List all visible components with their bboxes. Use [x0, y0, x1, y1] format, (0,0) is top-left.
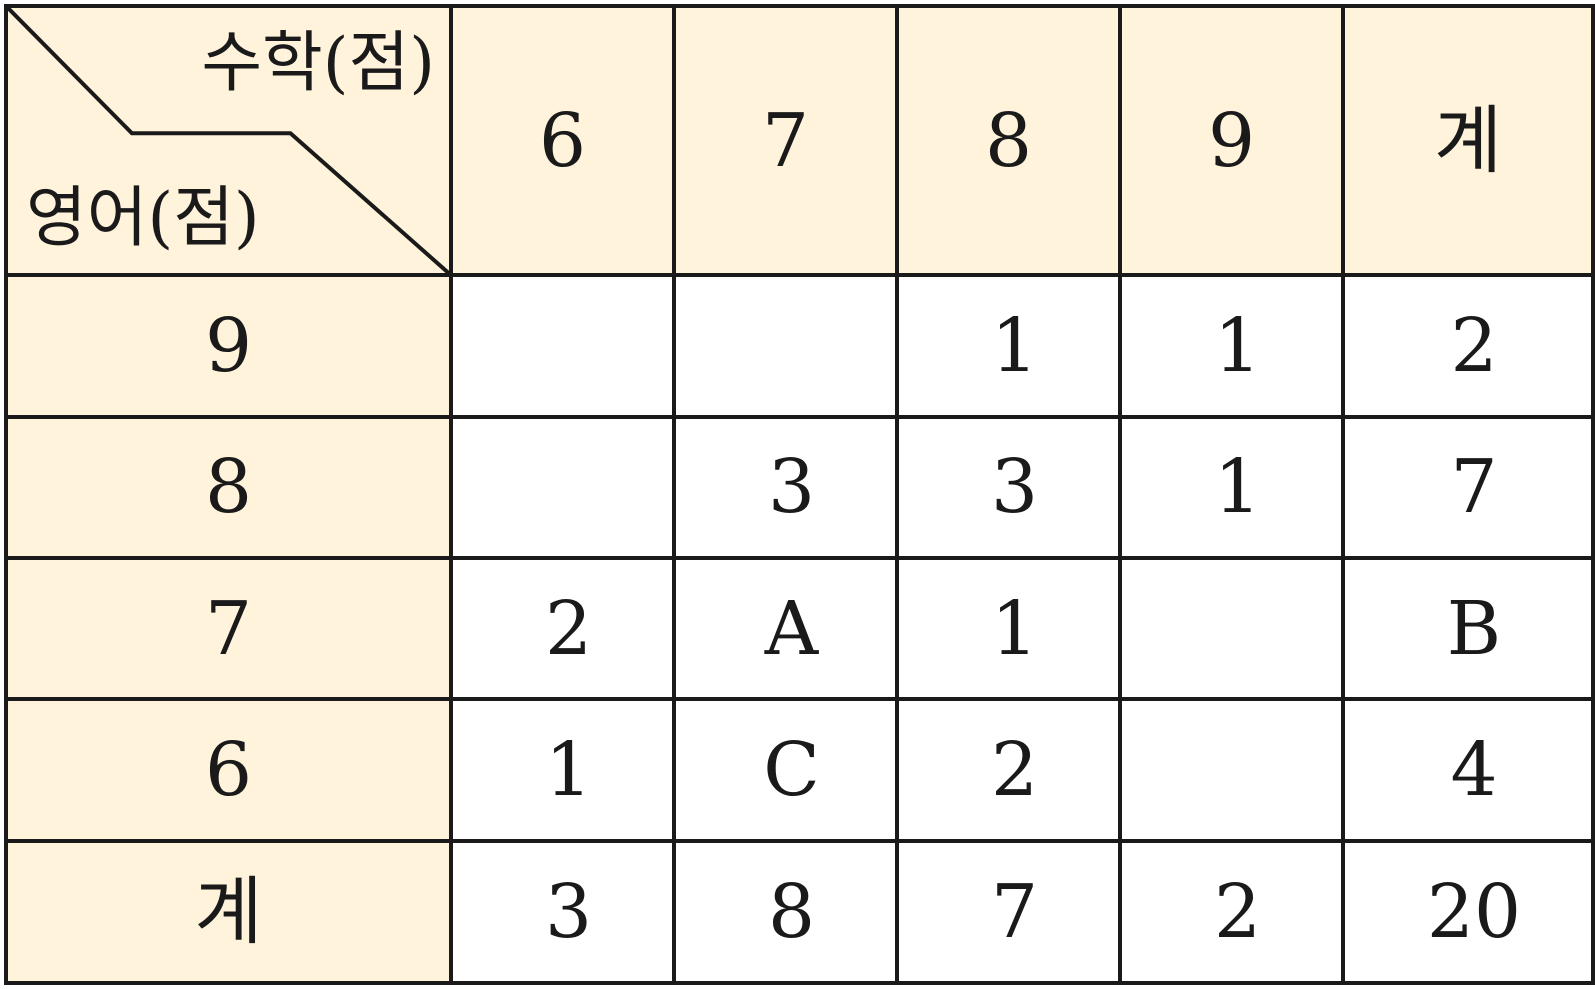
cell-value: 1 — [544, 727, 593, 813]
table-cell: 1 — [1118, 414, 1345, 561]
column-header-label: 7 — [761, 97, 810, 184]
row-header-cell: 8 — [4, 414, 453, 561]
table-cell: 4 — [1341, 697, 1595, 843]
table-cell: 2 — [895, 697, 1122, 843]
table-cell: 2 — [449, 556, 676, 702]
header-row: 수학(점) 영어(점) 6 7 8 9 계 — [4, 3, 1595, 278]
row-header-label: 8 — [204, 444, 253, 531]
table-cell: 7 — [1341, 414, 1595, 561]
table-row: 7 2 A 1 B — [4, 556, 1595, 702]
table-cell: 3 — [449, 838, 676, 986]
table-row: 6 1 C 2 4 — [4, 697, 1595, 843]
cell-value: 2 — [544, 585, 593, 672]
column-header-label: 8 — [984, 97, 1033, 184]
cell-value: 1 — [990, 303, 1039, 390]
cell-value: 8 — [767, 868, 816, 955]
table-cell — [449, 414, 676, 561]
cell-value: 1 — [1213, 444, 1262, 531]
table-cell: 1 — [895, 556, 1122, 702]
table-cell: 1 — [1118, 273, 1345, 419]
table-cell — [1118, 556, 1345, 702]
column-header-cell: 8 — [895, 3, 1122, 278]
row-header-cell: 7 — [4, 556, 453, 702]
cell-value: C — [763, 727, 820, 813]
table-cell: C — [672, 697, 899, 843]
table-cell: 7 — [895, 838, 1122, 986]
corner-header-cell: 수학(점) 영어(점) — [4, 3, 453, 278]
table-cell — [672, 273, 899, 419]
column-header-cell: 6 — [449, 3, 676, 278]
table-cell — [1118, 697, 1345, 843]
column-header-cell: 9 — [1118, 3, 1345, 278]
cell-value: B — [1446, 585, 1502, 672]
column-variable-label: 수학(점) — [201, 24, 435, 101]
row-header-label: 계 — [194, 868, 263, 955]
diagonal-divider — [10, 10, 447, 272]
row-header-cell: 6 — [4, 697, 453, 843]
table-cell: 2 — [1118, 838, 1345, 986]
column-header-cell: 계 — [1341, 3, 1595, 278]
table-cell: A — [672, 556, 899, 702]
cell-value: 7 — [1450, 444, 1498, 531]
cell-value: 4 — [1450, 727, 1498, 813]
row-header-label: 7 — [204, 585, 253, 672]
cell-value: 3 — [990, 444, 1039, 531]
table-cell — [449, 273, 676, 419]
cell-value: 1 — [1213, 303, 1262, 390]
row-header-cell: 9 — [4, 273, 453, 419]
two-way-frequency-table: 수학(점) 영어(점) 6 7 8 9 계 9 1 1 2 8 3 — [4, 3, 1595, 986]
column-header-cell: 7 — [672, 3, 899, 278]
table-cell: 8 — [672, 838, 899, 986]
row-variable-label: 영어(점) — [26, 179, 260, 257]
total-row: 계 3 8 7 2 20 — [4, 838, 1595, 986]
table-cell: 1 — [895, 273, 1122, 419]
cell-value: 2 — [1450, 303, 1498, 390]
cell-value: 2 — [1213, 868, 1262, 955]
column-header-label: 9 — [1207, 97, 1256, 184]
cell-value: A — [764, 585, 819, 672]
cell-value: 20 — [1426, 868, 1522, 955]
cell-value: 3 — [544, 868, 593, 955]
row-header-label: 9 — [204, 303, 253, 390]
column-header-label: 계 — [1433, 97, 1503, 184]
table-row: 9 1 1 2 — [4, 273, 1595, 419]
table-cell: 20 — [1341, 838, 1595, 986]
cell-value: 1 — [990, 585, 1039, 672]
table-cell: 1 — [449, 697, 676, 843]
cell-value: 7 — [990, 868, 1039, 955]
frequency-table-container: 수학(점) 영어(점) 6 7 8 9 계 9 1 1 2 8 3 — [4, 3, 1595, 986]
table-cell: 3 — [672, 414, 899, 561]
table-row: 8 3 3 1 7 — [4, 414, 1595, 561]
table-cell: 2 — [1341, 273, 1595, 419]
row-header-label: 6 — [204, 727, 253, 813]
table-cell: B — [1341, 556, 1595, 702]
table-cell: 3 — [895, 414, 1122, 561]
cell-value: 2 — [990, 727, 1039, 813]
row-header-cell: 계 — [4, 838, 453, 986]
column-header-label: 6 — [538, 97, 587, 184]
cell-value: 3 — [767, 444, 816, 531]
